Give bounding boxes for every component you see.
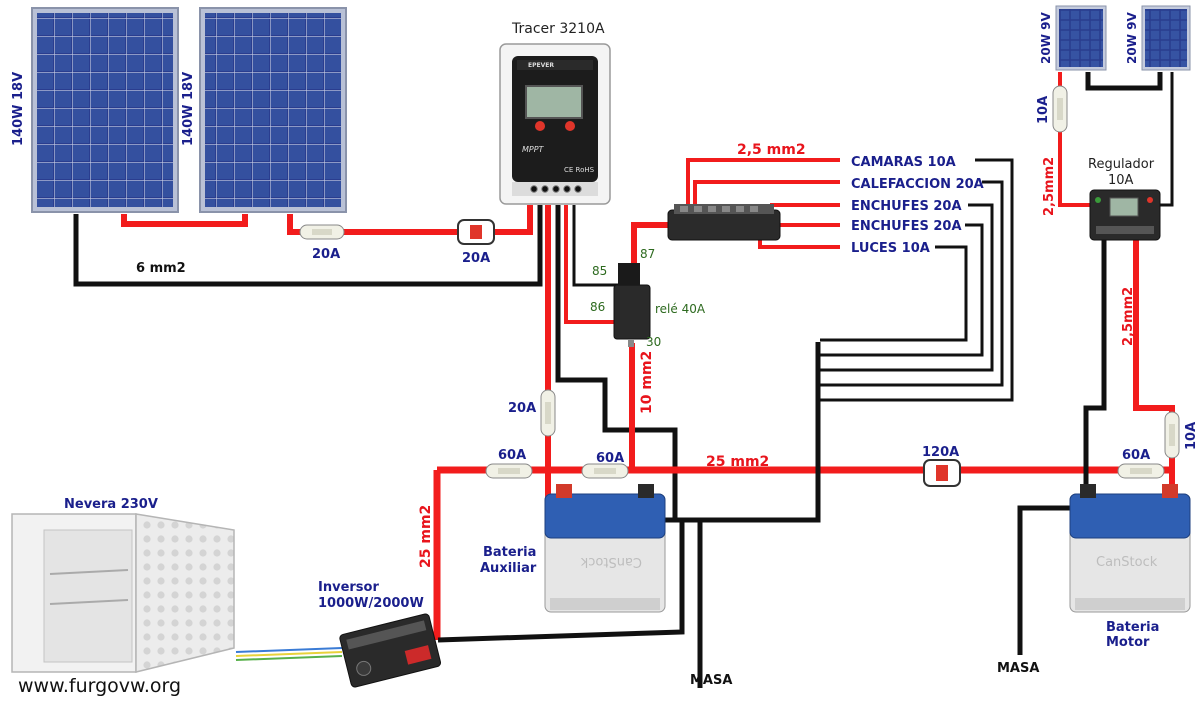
- inverter-label-1: Inversor: [318, 580, 379, 595]
- solar-panel-small-1: [1055, 5, 1107, 71]
- wire-25mm2-right-label: 2,5mm2: [1121, 287, 1136, 346]
- wire-return-1: [820, 158, 1014, 402]
- wire-fridge-power: [235, 647, 343, 661]
- small-panel-label-2: 20W 9V: [1125, 12, 1139, 64]
- wire-small-panel-negative: [1160, 72, 1174, 207]
- wire-inverter-negative: [437, 520, 685, 643]
- wire-panel-link: [121, 214, 248, 227]
- solar-panel-small-2: [1141, 5, 1191, 71]
- fuse-20a-label-3: 20A: [508, 401, 536, 416]
- wire-regulator-negative: [1083, 240, 1107, 492]
- wire-motor-ground: [1017, 505, 1082, 655]
- fuse-20a-breaker: [457, 219, 495, 245]
- fuse-10a-top: [1052, 85, 1068, 133]
- wire-circuit-camaras: [686, 158, 840, 210]
- battery-aux-label-2: Auxiliar: [480, 561, 537, 576]
- battery-aux-watermark: CanStock: [580, 554, 642, 569]
- fuse-10a-right: [1164, 411, 1180, 459]
- fuse-60a-label-2: 60A: [596, 451, 624, 466]
- solar-panel-left-2: [199, 7, 347, 213]
- wire-25mm-dist-label: 2,5 mm2: [737, 142, 806, 158]
- wire-circuit-luces: [758, 240, 840, 249]
- circuit-calefaccion: CALEFACCION 20A: [851, 177, 984, 192]
- inverter-label-2: 1000W/2000W: [318, 596, 424, 611]
- fuse-distribution-block: [667, 204, 781, 241]
- relay-40a: [613, 263, 651, 347]
- wire-load-relay86: [564, 205, 615, 324]
- controller-brand: EPEVER: [528, 62, 554, 69]
- controller-mppt: MPPT: [522, 145, 545, 154]
- wire-6mm-label: 6 mm2: [136, 261, 186, 276]
- fuse-60a-3: [1117, 463, 1165, 479]
- wire-25mm-inverter-label: 25 mm2: [418, 505, 434, 568]
- circuit-luces: LUCES 10A: [851, 241, 930, 256]
- battery-motor: [1069, 484, 1191, 613]
- charge-controller: [499, 43, 611, 205]
- small-panel-label-1: 20W 9V: [1039, 12, 1053, 64]
- wire-return-2: [820, 180, 1004, 387]
- relay-pin-30: 30: [646, 335, 661, 349]
- wire-circuit-calefaccion: [693, 180, 840, 210]
- solar-panel-left-1: [31, 7, 179, 213]
- inverter: [339, 613, 441, 688]
- relay-pin-85: 85: [592, 264, 607, 278]
- regulator-label-2: 10A: [1108, 173, 1134, 188]
- fuse-20a-vertical: [540, 389, 556, 437]
- circuit-enchufes-2: ENCHUFES 20A: [851, 219, 962, 234]
- masa-label-1: MASA: [690, 673, 732, 688]
- wire-6mm-negative: [73, 205, 543, 287]
- fuse-60a-1: [485, 463, 533, 479]
- wire-relay87-distribution: [631, 222, 672, 265]
- fuse-20a-label-2: 20A: [462, 251, 490, 266]
- wire-small-panel-link: [1085, 72, 1163, 91]
- controller-ce: CE RoHS: [564, 166, 595, 174]
- wire-return-3: [820, 203, 994, 372]
- wire-10mm-label: 10 mm2: [639, 351, 655, 414]
- regulator-label-1: Regulador: [1088, 157, 1155, 172]
- battery-aux-label-1: Bateria: [483, 545, 536, 560]
- fuse-10a-label-top: 10A: [1036, 96, 1051, 124]
- relay-pin-87: 87: [640, 247, 655, 261]
- wire-25mm-main-label: 25 mm2: [706, 454, 769, 470]
- controller-title: Tracer 3210A: [511, 21, 605, 37]
- website-watermark: www.furgovw.org: [18, 675, 181, 697]
- fuse-60a-label-3: 60A: [1122, 448, 1150, 463]
- fuse-60a-2: [581, 463, 629, 479]
- relay-label: relé 40A: [655, 302, 706, 316]
- panel-label-2: 140W 18V: [181, 72, 196, 146]
- battery-motor-watermark: CanStock: [1096, 555, 1158, 570]
- fridge-nevera: [11, 513, 235, 673]
- relay-pin-86: 86: [590, 300, 605, 314]
- fuse-20a-label-1: 20A: [312, 247, 340, 262]
- battery-motor-label-1: Bateria: [1106, 620, 1159, 635]
- fuse-10a-label-right: 10A: [1184, 422, 1199, 450]
- wire-aux-negative: [660, 342, 821, 523]
- fuse-20a-inline: [299, 224, 345, 240]
- circuit-enchufes-1: ENCHUFES 20A: [851, 199, 962, 214]
- battery-motor-label-2: Motor: [1106, 635, 1150, 650]
- regulator-10a: [1089, 189, 1161, 241]
- wire-load-relay85: [572, 205, 618, 287]
- panel-label-1: 140W 18V: [11, 72, 26, 146]
- fridge-label: Nevera 230V: [64, 497, 158, 512]
- fuse-60a-label-1: 60A: [498, 448, 526, 463]
- circuit-camaras: CAMARAS 10A: [851, 155, 956, 170]
- fuse-120a-breaker: [923, 459, 961, 487]
- fuse-120a-label: 120A: [922, 445, 959, 460]
- wire-panel-positive: [287, 205, 533, 235]
- wire-return-5: [820, 245, 968, 342]
- wire-25mm2-top-label: 2,5mm2: [1042, 157, 1057, 216]
- masa-label-2: MASA: [997, 661, 1039, 676]
- wire-return-4: [820, 223, 984, 357]
- battery-auxiliar: [544, 484, 666, 613]
